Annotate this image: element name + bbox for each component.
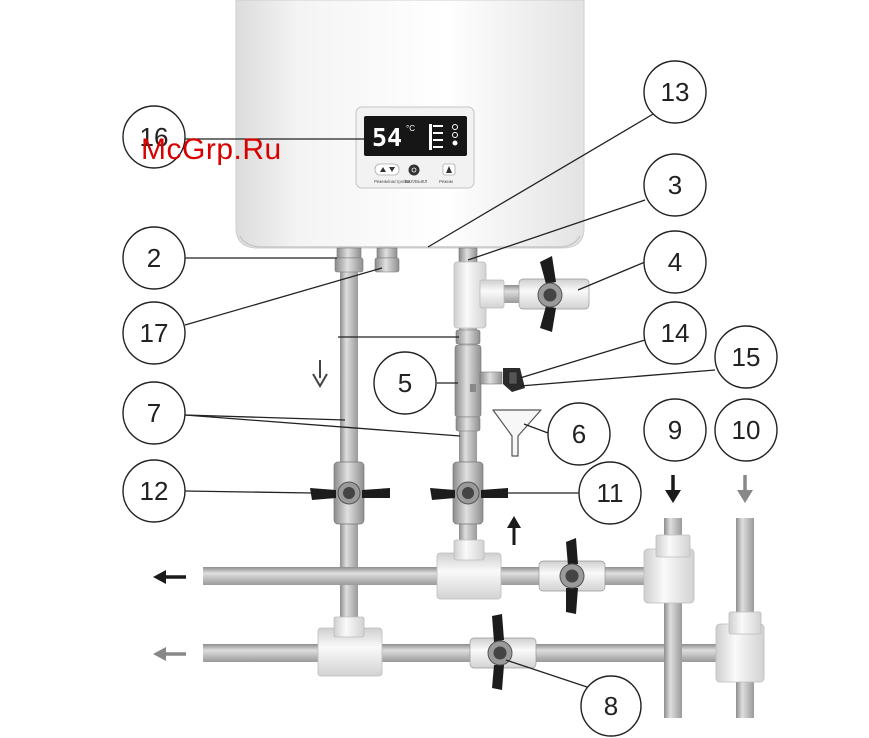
svg-text:17: 17: [140, 318, 169, 348]
drain-funnel: [492, 409, 542, 457]
callout-4: 4: [643, 230, 707, 294]
callout-8: 8: [580, 675, 642, 737]
callout-14: 14: [643, 301, 707, 365]
callout-10: 10: [714, 398, 778, 462]
arrow-up-icon: [380, 167, 386, 172]
down-arrow-icon: [737, 475, 753, 503]
temperature-readout: 54: [372, 123, 402, 152]
svg-text:16: 16: [140, 122, 169, 152]
svg-text:4: 4: [668, 247, 682, 277]
drain-nozzle: [470, 384, 476, 392]
cold-supply-pipe: [340, 272, 358, 632]
mode-icon: [452, 140, 458, 146]
svg-text:13: 13: [661, 77, 690, 107]
callout-3: 3: [643, 153, 707, 217]
bypass-valve-4[interactable]: [518, 256, 590, 332]
left-button-caption: Режим/настройка: [374, 178, 411, 184]
up-arrow-icon: [507, 516, 521, 545]
shutoff-valve-11[interactable]: [430, 461, 508, 525]
callout-13: 13: [643, 60, 707, 124]
svg-text:10: 10: [732, 415, 761, 445]
control-panel: 54 °C Режим/настройка ВКЛ/ВЫКЛ: [355, 106, 475, 189]
svg-text:2: 2: [147, 243, 161, 273]
safety-valve-body: [454, 344, 482, 418]
svg-text:7: 7: [147, 398, 161, 428]
callout-9: 9: [643, 398, 707, 462]
hot-main-valve[interactable]: [538, 538, 606, 614]
arrow-down-icon: [389, 167, 395, 172]
cold-main-valve-8[interactable]: [469, 614, 537, 690]
callout-11: 11: [578, 461, 642, 525]
cold-inlet-coupling: [334, 257, 364, 273]
svg-text:9: 9: [668, 415, 682, 445]
svg-text:6: 6: [572, 419, 586, 449]
drain-plug-fitting: [376, 247, 398, 259]
mode-icon: [446, 166, 452, 173]
mode-icon: [452, 132, 458, 138]
callout-15: 15: [714, 325, 778, 389]
right-button-caption: Режим: [439, 179, 453, 184]
center-button-caption: ВКЛ/ВЫКЛ: [405, 179, 427, 184]
temperature-unit: °C: [406, 124, 415, 133]
mode-button[interactable]: [442, 163, 456, 176]
callout-6: 6: [547, 402, 611, 466]
shutoff-valve-12[interactable]: [310, 461, 390, 525]
leader-lines: [184, 109, 716, 691]
svg-text:15: 15: [732, 342, 761, 372]
svg-text:3: 3: [668, 170, 682, 200]
down-arrow-icon: [665, 475, 681, 503]
svg-text:8: 8: [604, 691, 618, 721]
up-down-buttons[interactable]: [374, 163, 400, 176]
svg-text:11: 11: [597, 478, 624, 508]
svg-text:12: 12: [140, 476, 169, 506]
fittings: [317, 247, 765, 683]
left-arrow-icon: [153, 647, 186, 661]
callout-16: 16: [122, 105, 186, 169]
callout-12: 12: [122, 459, 186, 523]
svg-text:5: 5: [398, 368, 412, 398]
cold-inlet-nut: [336, 247, 362, 259]
mode-indicator-bars: [429, 124, 458, 150]
svg-text:14: 14: [661, 318, 690, 348]
callout-17: 17: [122, 301, 186, 365]
watermark-text: McGrp.Ru: [141, 133, 282, 166]
callout-5: 5: [373, 351, 437, 415]
flow-arrows: [153, 360, 753, 661]
callout-2: 2: [122, 226, 186, 290]
callout-7: 7: [122, 381, 186, 445]
left-arrow-icon: [153, 570, 186, 584]
power-button[interactable]: [408, 164, 420, 176]
mode-icon: [452, 124, 458, 130]
down-arrow-icon: [312, 360, 328, 388]
